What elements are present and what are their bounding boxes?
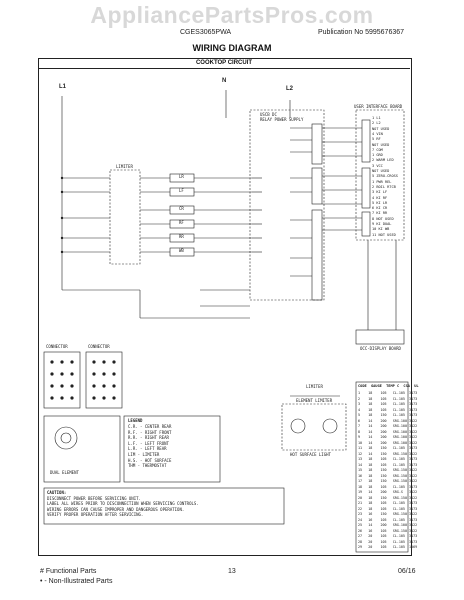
wire-table-row: 9 14 200 SRG-100 3122 xyxy=(358,435,418,439)
wire-table-header: CODE GAUGE TEMP C CSA UL xyxy=(358,384,419,388)
ui-pin-label: NOT USED xyxy=(372,142,390,147)
ui-pin-label: 2 L2 xyxy=(372,121,381,126)
model-number: CGES3065PWA xyxy=(180,29,232,36)
ui-pin-label: NOT USED xyxy=(372,169,390,173)
burner-label: RR xyxy=(179,234,184,239)
limiter2-label: LIMITER xyxy=(306,384,323,389)
wire-table-row: 6 14 200 SRG-100 3122 xyxy=(358,418,418,423)
legend-text: C.R. - CENTER REAR R.F. - RIGHT FRONT R.… xyxy=(128,424,172,469)
ui-pin-label: 9 KI DUAL xyxy=(372,222,392,226)
wire-table-row: 4 18 105 CL-105 3173 xyxy=(358,407,418,412)
wire-table-row: 16 18 150 SRG-150 3122 xyxy=(358,473,418,478)
ui-pin-label: 5 RF xyxy=(372,137,381,142)
wire-table-row: 20 18 150 SRG-150 3122 xyxy=(358,495,418,500)
wire-table-row: 22 18 105 CL-105 3173 xyxy=(358,506,418,511)
connector-right-label: CONNECTOR xyxy=(88,344,110,349)
ui-pin-label: 7 COM xyxy=(372,147,383,152)
watermark: AppliancePartsPros.com xyxy=(90,2,374,28)
wire-table-row: 17 18 150 SRG-150 3122 xyxy=(358,479,418,483)
ui-pin-label: 10 KI WB xyxy=(372,227,390,232)
wire-table-row: 3 18 105 CL-105 3173 xyxy=(358,402,418,406)
wire-table-row: 27 20 105 CL-105 3173 xyxy=(358,534,418,538)
wire-table-row: 8 14 200 SRG-100 3122 xyxy=(358,429,418,434)
diagram-frame xyxy=(38,58,412,556)
wire-table-row: 7 14 200 SRG-100 3122 xyxy=(358,424,418,428)
burner-label: CR xyxy=(179,206,184,211)
burner-label: RF xyxy=(179,220,184,225)
wire-table-row: 11 18 150 CL-105 3173 xyxy=(358,446,418,450)
ui-pin-label: 4 KI RF xyxy=(372,195,388,200)
display-board-label: OCC-DISPLAY BOARD xyxy=(360,346,401,351)
ui-pin-label: 1 PWR REL xyxy=(372,179,392,184)
connector-left-label: CONNECTOR xyxy=(46,344,68,349)
limiter-label: LIMITER xyxy=(116,164,133,169)
burner-label: WB xyxy=(179,248,184,253)
legend-title: LEGEND xyxy=(128,418,143,423)
wire-table-row: 15 18 150 SRG-150 3122 xyxy=(358,468,418,472)
ui-pin-label: 7 KI RR xyxy=(372,211,388,216)
page-number: 13 xyxy=(228,568,236,575)
wire-table-row: 18 18 105 CL-105 3173 xyxy=(358,484,418,489)
publication-number: Publication No 5995676367 xyxy=(318,29,405,36)
caution-title: CAUTION: xyxy=(47,490,67,495)
hot-surface-label: HOT SURFACE LIGHT xyxy=(290,452,331,457)
wire-table-row: 29 20 105 CL-105 1569 xyxy=(358,545,418,549)
ui-pin-label: 6 KI CR xyxy=(372,206,388,211)
ui-board-label: USER INTERFACE BOARD xyxy=(354,104,403,109)
wire-table-row: 1 18 105 CL-105 3173 xyxy=(358,391,418,395)
line-l1-label: L1 xyxy=(59,84,67,90)
ui-pin-label: 5 KI LR xyxy=(372,200,388,205)
relay-board-label: USCB DC RELAY POWER SUPPLY xyxy=(260,112,304,122)
caution-text: DISCONNECT POWER BEFORE SERVICING UNIT. … xyxy=(47,496,199,518)
wire-table-row: 5 18 150 CL-105 3173 xyxy=(358,413,418,417)
footer-date: 06/16 xyxy=(398,568,416,575)
wire-table-row: 12 14 150 SRG-150 3122 xyxy=(358,451,418,456)
ui-pin-label: 3 VCC xyxy=(372,163,383,168)
wire-table-row: 10 14 200 SRG-100 3122 xyxy=(358,440,418,445)
wire-table-row: 13 18 105 CL-105 3173 xyxy=(358,457,418,461)
wire-table-row: 24 16 105 CL-105 3173 xyxy=(358,517,418,522)
line-l2-label: L2 xyxy=(286,86,294,92)
element-limiter-label: ELEMENT LIMITER xyxy=(296,398,333,403)
ui-pin-label: 2 WARM LED xyxy=(372,158,394,163)
footer-functional-parts: # Functional Parts xyxy=(40,568,97,575)
ui-pin-label: 1 GRD xyxy=(372,153,383,158)
wire-table-row: 28 20 105 CL-105 3173 xyxy=(358,539,418,544)
wire-table-row: 2 18 105 CL-105 3173 xyxy=(358,396,418,401)
page-title: WIRING DIAGRAM xyxy=(192,43,272,53)
burner-label: LR xyxy=(179,174,184,179)
wire-table-row: 19 14 200 SRG-S 3122 xyxy=(358,490,418,494)
ui-pin-label: 5 ZERO-CROSS xyxy=(372,174,398,179)
dual-element-label: DUAL ELEMENT xyxy=(50,470,79,475)
ui-pin-label: 11 NOT USED xyxy=(372,232,396,237)
circuit-title: COOKTOP CIRCUIT xyxy=(38,58,410,69)
wire-table-row: 21 18 105 CL-105 3173 xyxy=(358,501,418,505)
ui-pin-label: 4 VIN xyxy=(372,131,383,136)
neutral-label: N xyxy=(222,78,227,84)
wire-table-row: 26 16 105 SRG-150 3122 xyxy=(358,528,418,533)
ui-pin-label: 8 NOT USED xyxy=(372,216,394,221)
footer-non-illustrated: • - Non-Illustrated Parts xyxy=(40,578,113,585)
ui-pin-label: 3 KI LF xyxy=(372,190,388,195)
wire-table-row: 14 18 105 CL-105 3173 xyxy=(358,462,418,467)
burner-label: LF xyxy=(179,188,184,193)
wire-table-row: 23 16 150 SRG-150 3122 xyxy=(358,512,418,516)
ui-pin-label: NOT USED xyxy=(372,126,390,131)
ui-pin-label: 2 BOIL RTCB xyxy=(372,184,396,189)
ui-pin-label: 1 L1 xyxy=(372,116,381,120)
wire-table-row: 25 14 200 SRG-100 3122 xyxy=(358,523,418,527)
